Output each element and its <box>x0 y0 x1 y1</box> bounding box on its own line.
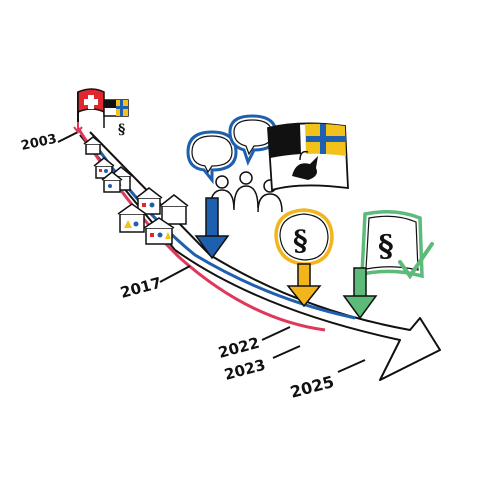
year-label-2017: 2017 <box>118 274 163 302</box>
year-label-2025: 2025 <box>288 372 336 402</box>
paragraph-icon: § <box>274 208 334 266</box>
house <box>101 171 123 193</box>
house <box>83 136 103 155</box>
green-down-arrow-icon <box>342 267 378 320</box>
house <box>159 194 189 225</box>
speech-bubble-icon <box>186 130 238 185</box>
speech-bubble-icon <box>228 114 278 166</box>
year-label-2023: 2023 <box>222 356 267 384</box>
house <box>135 187 163 215</box>
year-2025: 2025 <box>288 359 366 402</box>
blue-down-arrow-icon <box>194 197 230 260</box>
village-houses-icon <box>83 136 189 245</box>
graubuenden-flag-icon <box>267 122 349 192</box>
swiss-flag-icon <box>73 88 105 134</box>
law-draft-group: § <box>274 208 334 308</box>
green-flag <box>360 210 424 279</box>
graubuenden-flag-icon <box>103 99 129 128</box>
svg-text:§: § <box>293 224 308 257</box>
law-approved-group: § <box>342 210 434 320</box>
start-flags: § <box>73 88 129 138</box>
year-label-2003: 2003 <box>20 132 59 154</box>
house <box>143 217 175 245</box>
participation-group <box>186 114 349 260</box>
year-2022: 2022 <box>216 326 291 362</box>
svg-text:§: § <box>118 122 125 138</box>
house <box>117 203 147 233</box>
year-2003: 2003 <box>20 131 79 154</box>
paragraph-icon: § <box>378 229 394 264</box>
paragraph-icon: § <box>118 122 125 138</box>
svg-text:§: § <box>378 229 394 264</box>
year-2017: 2017 <box>118 265 191 302</box>
checkmark-icon <box>398 242 434 280</box>
yellow-down-arrow-icon <box>286 263 322 308</box>
